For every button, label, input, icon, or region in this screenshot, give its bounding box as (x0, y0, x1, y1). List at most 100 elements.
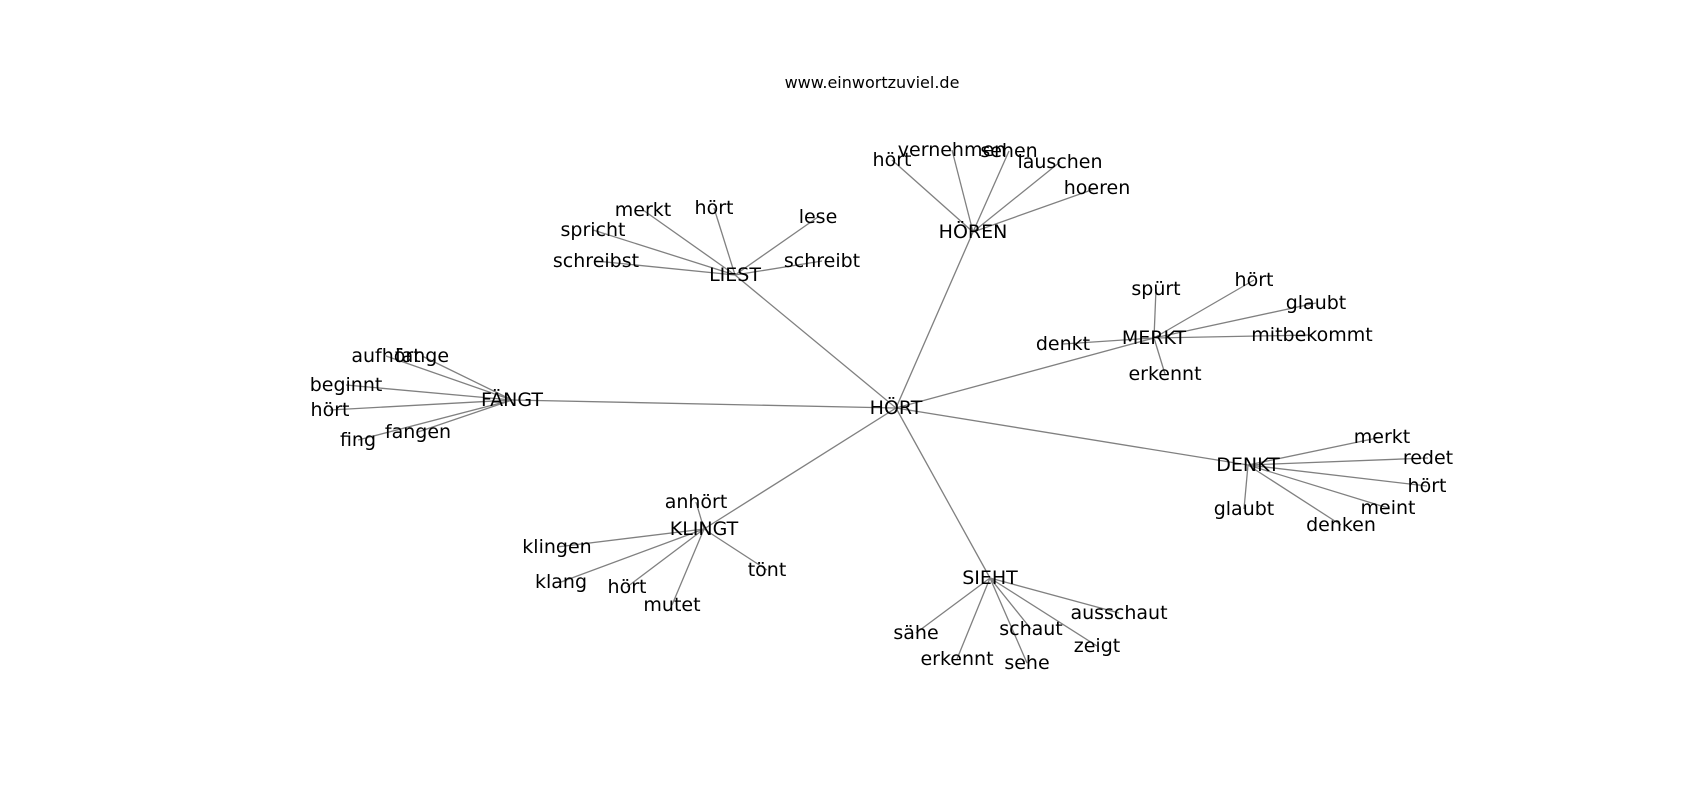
leaf-node-label: glaubt (1214, 498, 1275, 520)
edge-sieht-leaf (989, 577, 1120, 614)
leaf-node-label: merkt (615, 199, 671, 221)
leaf-node-label: hört (608, 576, 647, 598)
cluster-node-sieht: SIEHT (962, 567, 1018, 589)
edge-merkt-leaf (1153, 302, 1317, 339)
leaf-node-label: glaubt (1286, 292, 1347, 314)
edge-horen-leaf (972, 187, 1098, 233)
leaf-node-label: erkennt (1128, 363, 1201, 385)
edge-denkt-leaf (1247, 436, 1383, 466)
edge-denkt-leaf (1247, 464, 1389, 509)
leaf-node-label: sehen (980, 140, 1037, 162)
edge-denkt-leaf (1247, 464, 1342, 526)
leaf-node-label: spricht (561, 219, 626, 241)
edge-merkt-leaf (1062, 337, 1155, 345)
leaf-node-label: hört (1235, 269, 1274, 291)
edge-klingt-leaf (695, 501, 705, 530)
edge-sieht-leaf (989, 577, 1098, 647)
edge-merkt-leaf (1153, 279, 1255, 339)
leaf-node-label: anhört (665, 491, 728, 513)
leaf-node-label: klingen (522, 536, 591, 558)
edge-liest-leaf (642, 209, 736, 276)
edge-denkt-leaf (1247, 457, 1429, 466)
edge-fangt-leaf (417, 399, 513, 433)
edge-liest-leaf (734, 260, 823, 276)
leaf-node-label: erkennt (920, 648, 993, 670)
leaf-node-label: zeigt (1074, 635, 1120, 657)
leaf-node-label: aufhört (351, 345, 420, 367)
edge-fangt-leaf (421, 355, 513, 401)
edge-horen-leaf (972, 150, 1010, 233)
root-node-label: HÖRT (870, 396, 923, 419)
leaf-node-label: hört (311, 399, 350, 421)
leaf-node-label: meint (1361, 497, 1416, 519)
edge-sieht-leaf (915, 577, 991, 634)
cluster-node-denkt: DENKT (1216, 454, 1280, 476)
edge-sieht-leaf (989, 577, 1032, 630)
edge-liest-leaf (592, 229, 736, 276)
cluster-node-horen: HÖREN (939, 220, 1008, 243)
leaf-node-label: denkt (1036, 333, 1090, 355)
edges-layer (329, 149, 1429, 664)
leaf-node-label: beginnt (310, 374, 383, 396)
leaf-node-label: lese (799, 206, 838, 228)
edge-horen-leaf (951, 149, 974, 233)
leaf-node-label: hört (1408, 475, 1447, 497)
edge-root-klingt (703, 407, 897, 530)
edge-klingt-leaf (626, 528, 705, 588)
edge-horen-leaf (972, 161, 1061, 233)
leaf-node-label: hoeren (1064, 177, 1130, 199)
cluster-node-klingt: KLINGT (670, 518, 739, 540)
edge-root-merkt (895, 337, 1155, 409)
leaf-node-label: spürt (1131, 278, 1180, 300)
edge-fangt-leaf (329, 399, 513, 411)
leaf-node-label: klang (535, 571, 587, 593)
edge-horen-leaf (891, 159, 974, 233)
edge-merkt-leaf (1153, 337, 1166, 375)
leaf-node-label: schreibst (553, 250, 639, 272)
edge-klingt-leaf (671, 528, 705, 606)
leaf-node-label: lauschen (1017, 151, 1102, 173)
leaf-node-label: fange (395, 345, 449, 367)
edge-fangt-leaf (357, 399, 513, 441)
leaf-node-label: sehe (1004, 652, 1049, 674)
leaf-node-label: hört (873, 149, 912, 171)
edge-sieht-leaf (956, 577, 991, 660)
leaf-node-label: mutet (643, 594, 700, 616)
edge-denkt-leaf (1247, 464, 1428, 487)
edge-liest-leaf (713, 207, 736, 276)
leaf-node-label: ausschaut (1070, 602, 1167, 624)
leaf-node-label: fing (340, 429, 376, 451)
edge-liest-leaf (595, 260, 736, 276)
edge-root-sieht (895, 407, 991, 579)
cluster-node-merkt: MERKT (1122, 327, 1187, 349)
leaf-node-label: mitbekommt (1251, 324, 1372, 346)
edge-klingt-leaf (703, 528, 768, 571)
leaf-node-label: sähe (893, 622, 938, 644)
leaf-node-label: redet (1403, 447, 1453, 469)
leaf-node-label: tönt (748, 559, 787, 581)
edge-denkt-leaf (1243, 464, 1249, 510)
cluster-node-fangt: FÄNGT (481, 388, 543, 411)
leaf-node-label: hört (695, 197, 734, 219)
leaf-node-label: denken (1306, 514, 1376, 536)
cluster-node-liest: LIEST (709, 264, 761, 286)
site-title: www.einwortzuviel.de (785, 73, 960, 92)
leaf-node-label: merkt (1354, 426, 1410, 448)
edge-root-liest (734, 274, 897, 409)
edge-klingt-leaf (560, 528, 705, 583)
edge-root-denkt (895, 407, 1249, 466)
edge-fangt-leaf (345, 384, 513, 401)
edge-root-horen (895, 231, 974, 409)
edge-sieht-leaf (989, 577, 1028, 664)
leaf-node-label: schreibt (784, 250, 860, 272)
edge-merkt-leaf (1153, 288, 1157, 339)
leaf-node-label: schaut (999, 618, 1063, 640)
edge-merkt-leaf (1153, 334, 1313, 339)
edge-root-fangt (511, 399, 897, 409)
edge-liest-leaf (734, 216, 819, 276)
edge-fangt-leaf (385, 355, 513, 401)
edge-klingt-leaf (556, 528, 705, 548)
leaf-node-label: vernehmen (898, 139, 1006, 161)
